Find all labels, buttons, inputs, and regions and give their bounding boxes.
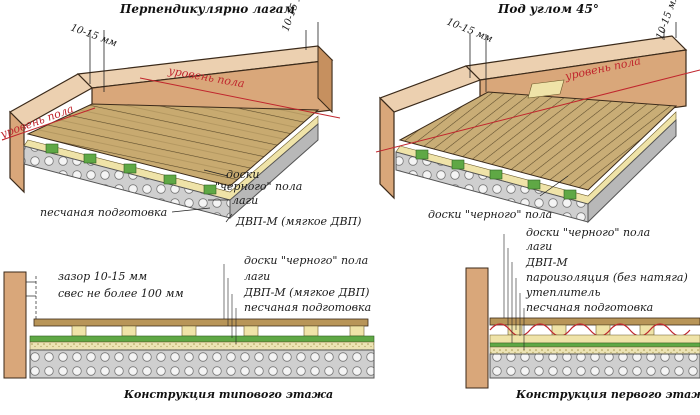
- layer-label: ДВП-М (мягкое ДВП): [243, 286, 369, 299]
- wall-section: [465, 267, 489, 389]
- top-left-isometric: [1, 22, 341, 223]
- slab-section: [29, 349, 375, 379]
- joist-block: [45, 143, 59, 154]
- side-wall-right-face: [379, 96, 395, 200]
- floor-level-line: [139, 77, 341, 119]
- joist: [71, 325, 87, 337]
- joist: [121, 325, 137, 337]
- layer-label: ДВП-М: [525, 256, 568, 269]
- top-right-isometric: [375, 22, 700, 224]
- gap-note: зазор 10-15 мм: [58, 270, 147, 283]
- bottom-left-section: [3, 264, 375, 379]
- layer-label: лаги: [244, 270, 270, 283]
- dvp-layer: [29, 335, 375, 343]
- top-right-title: Под углом 45°: [497, 2, 599, 16]
- layer-label: лаги: [526, 240, 552, 253]
- layer-label: доски "черного" пола: [244, 254, 368, 267]
- joist-block: [203, 184, 217, 195]
- opening-right: [527, 79, 565, 99]
- label-dvp: ДВП-М (мягкое ДВП): [235, 215, 361, 228]
- slab-section: [489, 353, 700, 379]
- slab-left-side: [229, 122, 319, 220]
- leader-line: [203, 169, 229, 177]
- joist: [243, 325, 259, 337]
- layer-label: утеплитель: [525, 286, 600, 299]
- insulation-layer: [489, 334, 700, 344]
- right-wall-left: [317, 44, 333, 114]
- dvp-layer: [489, 342, 700, 348]
- top-left-title: Перпендикулярно лагам: [119, 2, 295, 16]
- joist-block: [451, 159, 465, 170]
- gap-label: 10-15 мм: [69, 22, 118, 49]
- joist-block: [163, 174, 177, 185]
- joist: [349, 325, 365, 337]
- floor-boards-left: [26, 103, 320, 187]
- label-subfloor: доски "черного" пола: [428, 208, 552, 221]
- gap-label: 10-15 мм: [654, 0, 681, 41]
- layer-label: песчаная подготовка: [526, 301, 653, 314]
- board-layer: [33, 318, 369, 327]
- floor-level-line: [375, 69, 700, 153]
- label-joists: лаги: [232, 194, 258, 207]
- label-sand: песчаная подготовка: [40, 206, 167, 219]
- overhang-note: свес не более 100 мм: [58, 287, 184, 300]
- caption-typical-floor: Конструкция типового этажа: [123, 388, 333, 401]
- sand-layer: [489, 346, 700, 355]
- joist: [181, 325, 197, 337]
- floor-level-line: [1, 107, 96, 141]
- joist-block: [83, 153, 97, 164]
- slab-right-side: [587, 118, 677, 224]
- caption-first-floor: Конструкция первого этажа: [515, 388, 700, 401]
- joist-block: [563, 189, 577, 200]
- bottom-right-section: [465, 234, 700, 389]
- gap-label: 10-15 мм: [445, 17, 494, 45]
- board-layer: [489, 317, 700, 326]
- joist-block: [123, 163, 137, 174]
- leader-line: [171, 207, 211, 213]
- label-subfloor: "черного" пола: [215, 180, 302, 193]
- floor-boards-right: [398, 91, 678, 191]
- layer-label: пароизоляция (без натяга): [526, 271, 688, 284]
- layer-label: песчаная подготовка: [244, 301, 371, 314]
- joist-block: [415, 149, 429, 160]
- wall-section: [3, 271, 27, 379]
- joist: [303, 325, 319, 337]
- sand-layer: [29, 341, 375, 351]
- label-boards: доски: [226, 168, 259, 181]
- joist-block: [527, 179, 541, 190]
- joist: [595, 324, 611, 336]
- leader-line: [225, 213, 233, 223]
- layer-label: доски "черного" пола: [526, 226, 650, 239]
- leader-line: [539, 175, 569, 197]
- joist-block: [489, 169, 503, 180]
- side-wall-left-face: [9, 110, 25, 194]
